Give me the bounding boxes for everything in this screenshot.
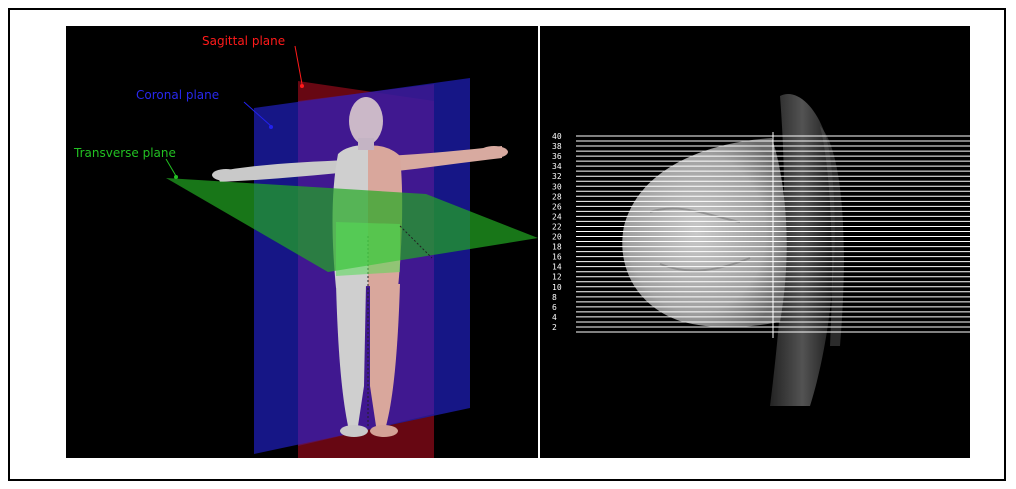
anatomical-planes-illustration: Sagittal plane Coronal plane Transverse … — [66, 26, 538, 458]
slice-number-label: 12 — [552, 273, 562, 282]
slice-number-label: 26 — [552, 202, 562, 211]
slice-number-label: 32 — [552, 172, 562, 181]
slice-number-label: 8 — [552, 293, 557, 302]
slice-number-label: 36 — [552, 152, 562, 161]
slice-number-label: 40 — [552, 132, 562, 141]
slice-number-label: 18 — [552, 243, 562, 252]
coronal-plane-label: Coronal plane — [136, 88, 219, 102]
slice-number-label: 10 — [552, 283, 562, 292]
transverse-plane-label: Transverse plane — [73, 146, 176, 160]
breast-tissue — [622, 138, 787, 328]
slice-number-label: 22 — [552, 222, 562, 231]
chest-wall — [770, 94, 835, 406]
slice-number-label: 2 — [552, 323, 557, 332]
slice-number-label: 14 — [552, 263, 562, 272]
slice-number-label: 34 — [552, 162, 562, 171]
sagittal-plane-label: Sagittal plane — [202, 34, 285, 48]
slice-number-label: 24 — [552, 212, 562, 221]
pelvis-section — [336, 222, 400, 276]
slice-number-label: 28 — [552, 192, 562, 201]
slice-number-label: 16 — [552, 253, 562, 262]
slice-number-label: 20 — [552, 233, 562, 242]
slice-number-label: 30 — [552, 182, 562, 191]
slice-number-label: 6 — [552, 303, 557, 312]
slice-number-label: 4 — [552, 313, 557, 322]
slice-number-label: 38 — [552, 142, 562, 151]
